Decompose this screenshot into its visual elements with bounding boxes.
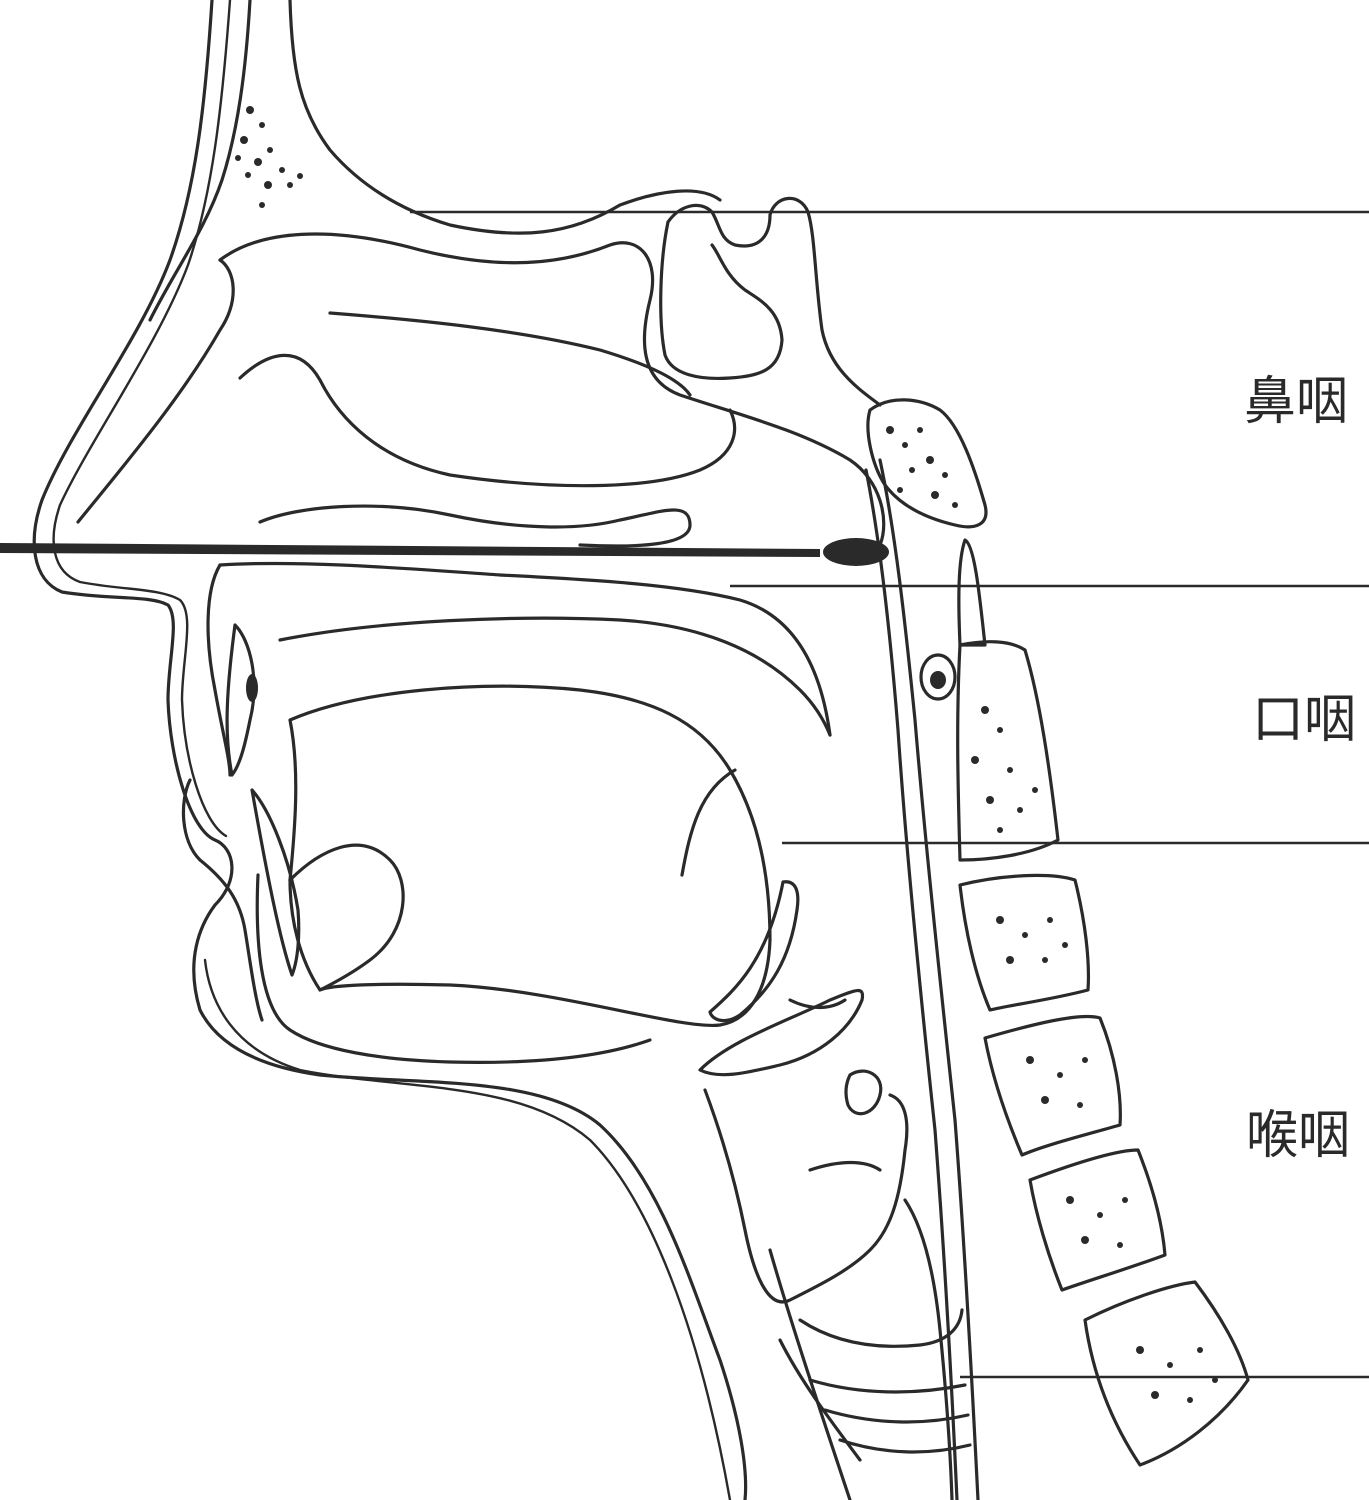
- pharynx-posterior-wall-outer: [878, 458, 980, 1500]
- oropharynx-wall-strap: [708, 880, 800, 1023]
- vertebra-c3: [958, 873, 1091, 1012]
- middle-turbinate: [238, 353, 737, 488]
- sphenoid-sinus-inner: [659, 220, 784, 380]
- clivus-speckle: [886, 426, 958, 508]
- arytenoid: [844, 1069, 883, 1116]
- label-laryngopharynx: 喉咽: [1246, 1106, 1351, 1166]
- vertebra-c5: [1028, 1148, 1167, 1292]
- nasal-cartilage: [148, 0, 252, 322]
- face-profile-inner: [52, 0, 232, 838]
- lower-incisor: [250, 788, 301, 977]
- vocal-fold: [788, 998, 882, 1172]
- epiglottis-base-curve: [680, 768, 737, 877]
- lower-lip: [181, 778, 264, 1022]
- nasal-vestibule: [76, 258, 235, 524]
- clivus-bone: [866, 398, 988, 529]
- vertebra-c2: [956, 640, 1060, 862]
- nasal-bone-speckle: [235, 106, 303, 208]
- face-profile-outer: [32, 0, 748, 1500]
- atlas-anterior-arch: [919, 653, 957, 701]
- pharynx-posterior-wall-inner: [864, 468, 959, 1500]
- vertebra-c2-dens: [957, 538, 987, 647]
- trachea-ring-2: [823, 1408, 970, 1424]
- superior-turbinate: [328, 311, 692, 397]
- hard-palate: [218, 561, 832, 737]
- label-nasopharynx: 鼻咽: [1244, 372, 1349, 432]
- vertebra-c4: [983, 1014, 1122, 1157]
- tongue-inner-curve: [288, 843, 405, 992]
- vertebra-c6: [1083, 1280, 1250, 1467]
- trachea-ring-1: [808, 1378, 967, 1394]
- neck-skin-line: [203, 958, 732, 1500]
- upper-incisor: [225, 623, 256, 777]
- cricoid-cartilage: [778, 1308, 964, 1462]
- trachea-front: [768, 1248, 852, 1500]
- ventricular-fold: [903, 1198, 954, 1500]
- label-oropharynx: 口咽: [1252, 690, 1357, 750]
- vertebra-speckle: [971, 706, 1218, 1403]
- epiglottis: [698, 989, 865, 1077]
- cervical-vertebrae: [956, 538, 1250, 1467]
- nasal-cavity-outline: [218, 232, 886, 547]
- nasal-bone-outline: [288, 0, 722, 235]
- sphenoid-sinus: [666, 196, 882, 407]
- soft-palate: [278, 616, 832, 737]
- atlas-anterior-arch-core: [930, 671, 946, 689]
- nasal-swab-tip: [823, 538, 889, 566]
- mandible: [255, 873, 652, 1064]
- upper-incisor-mark: [246, 674, 258, 702]
- tongue-outline: [288, 684, 772, 1028]
- trachea-ring-3: [838, 1438, 972, 1454]
- thyroid-cartilage: [703, 1088, 909, 1304]
- inferior-turbinate: [258, 504, 692, 548]
- nasal-swab-shaft: [0, 543, 820, 557]
